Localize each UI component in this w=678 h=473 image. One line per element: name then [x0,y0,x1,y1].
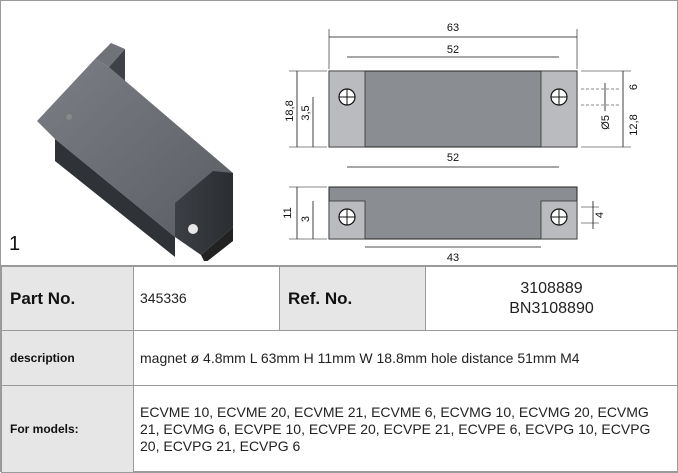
ref-no-line1: 3108889 [520,279,583,297]
part-no-label: Part No. [1,266,134,331]
dim-52-side: 52 [447,152,459,164]
dimension-drawing: 63 52 18,8 3,5 Ø5 6 12,8 52 [282,22,640,264]
dim-11: 11 [282,207,294,218]
dim-3: 3 [300,216,312,222]
dim-12-8: 12,8 [628,114,640,135]
spec-table: Part No. 345336 Ref. No. 3108889 BN31088… [1,266,678,473]
ref-no-line2: BN3108890 [509,299,594,317]
ref-no-value: 3108889 BN3108890 [425,266,678,331]
part-no-value: 345336 [133,266,280,331]
description-value: magnet ø 4.8mm L 63mm H 11mm W 18.8mm ho… [133,330,678,386]
dim-4: 4 [594,212,606,218]
dim-18-8: 18,8 [284,100,296,121]
dim-6: 6 [628,84,640,90]
magnet-photo [37,43,233,261]
dim-hole-diameter: Ø5 [600,115,612,130]
product-figure: 63 52 18,8 3,5 Ø5 6 12,8 52 [1,1,677,266]
dim-3-5: 3,5 [300,105,312,120]
description-label: description [1,330,134,386]
dim-52-top: 52 [447,44,459,56]
models-value: ECVME 10, ECVME 20, ECVME 21, ECVME 6, E… [133,385,678,473]
table-row: Part No. 345336 Ref. No. 3108889 BN31088… [1,266,678,331]
table-row: description magnet ø 4.8mm L 63mm H 11mm… [1,330,678,386]
models-label: For models: [1,385,134,473]
dim-63: 63 [447,22,459,34]
figure-number: 1 [9,233,21,255]
table-row: For models: ECVME 10, ECVME 20, ECVME 21… [1,385,678,473]
ref-no-label: Ref. No. [279,266,426,331]
dim-43: 43 [447,252,459,264]
